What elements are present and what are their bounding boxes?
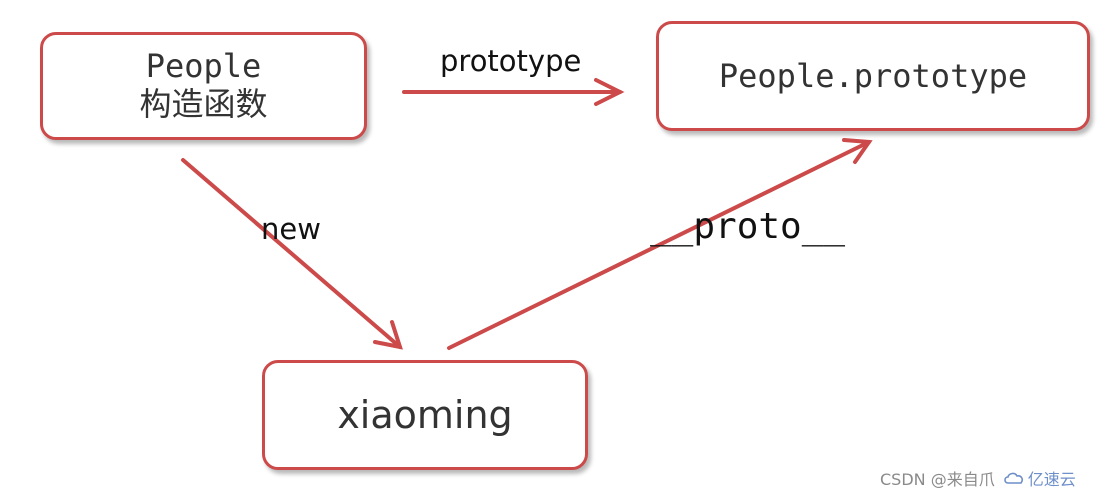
arrow-prototype <box>402 78 625 106</box>
edge-label-prototype: prototype <box>440 44 582 78</box>
arrow-dunder-proto <box>447 138 873 350</box>
arrow-new <box>181 158 403 350</box>
cloud-logo-icon <box>1003 472 1023 484</box>
node-xiaoming: xiaoming <box>262 360 588 470</box>
node-people-name: People <box>145 47 262 85</box>
node-people-subtitle: 构造函数 <box>139 85 268 123</box>
watermark: CSDN @来自爪 亿速云 <box>880 466 1076 490</box>
edge-label-dunder-proto: __proto__ <box>650 206 846 247</box>
node-people-prototype-label: People.prototype <box>718 57 1028 95</box>
watermark-csdn: CSDN @来自爪 <box>880 470 995 489</box>
edge-label-new: new <box>261 212 321 246</box>
node-people-constructor: People 构造函数 <box>40 32 367 140</box>
watermark-yisu-text: 亿速云 <box>1027 470 1076 489</box>
watermark-yisu: 亿速云 <box>1003 466 1076 490</box>
node-xiaoming-label: xiaoming <box>337 393 513 437</box>
node-people-prototype: People.prototype <box>656 21 1090 131</box>
